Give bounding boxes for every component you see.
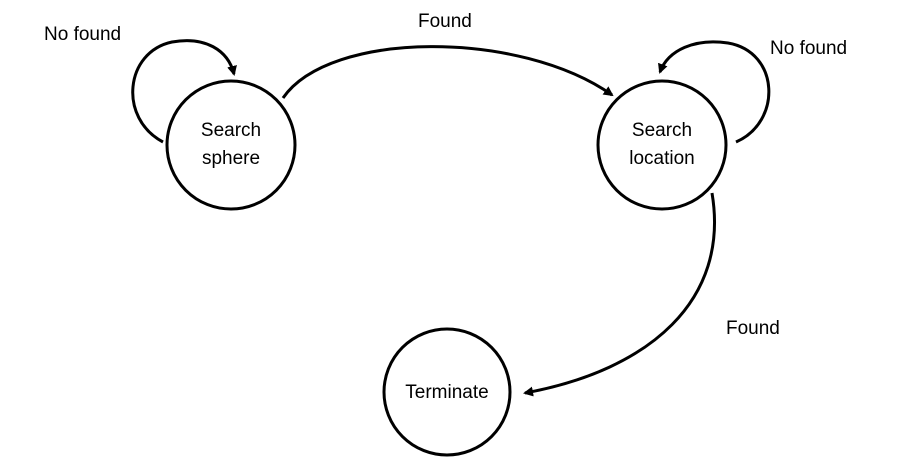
node-search-sphere[interactable] [165,79,297,211]
search-location-label: Search location [598,117,726,172]
search-location-label-line1: Search [631,120,693,141]
edge-label-sphere-to-location: Found [418,11,472,32]
edge-label-location-to-terminate: Found [726,318,780,339]
edge-self-loop-sphere [131,39,237,144]
terminate-label: Terminate [384,379,510,407]
node-search-location[interactable] [596,79,728,211]
edge-location-to-terminate [523,192,716,397]
edge-sphere-to-location [281,45,614,99]
edge-label-self-loop-location: No found [770,38,848,59]
edge-self-loop-location [658,40,771,144]
search-sphere-label-line2: sphere [201,147,261,169]
node-terminate[interactable] [382,327,512,457]
search-location-label-line2: location [629,147,695,169]
terminate-label-line1: Terminate [405,382,489,403]
search-sphere-label-line1: Search [200,120,262,141]
edge-label-self-loop-sphere: No found [44,24,122,45]
search-sphere-label: Search sphere [167,117,295,172]
